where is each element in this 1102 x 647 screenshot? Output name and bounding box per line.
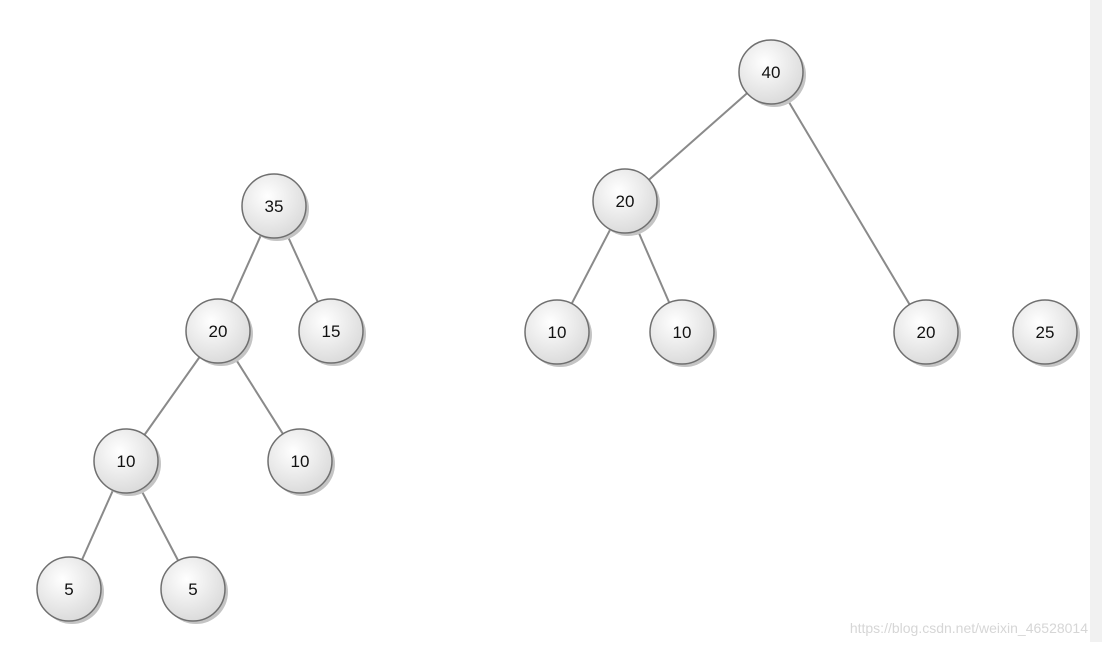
tree-node-R40: 40 (738, 39, 806, 107)
node-circle (185, 298, 251, 364)
edge-L10a-L5a (81, 489, 114, 561)
node-circle (1012, 299, 1078, 365)
node-label: 20 (917, 323, 936, 342)
node-label: 10 (117, 452, 136, 471)
node-label: 35 (265, 197, 284, 216)
node-label: 10 (673, 323, 692, 342)
edge-L20-L10a (143, 356, 201, 436)
node-label: 25 (1036, 323, 1055, 342)
tree-node-L20: 20 (185, 298, 253, 366)
tree-node-L10a: 10 (93, 428, 161, 496)
edge-R40-R20a (648, 92, 748, 181)
node-circle (649, 299, 715, 365)
node-circle (241, 173, 307, 239)
edge-L35-L20 (230, 234, 262, 303)
tree-node-R20b: 20 (893, 299, 961, 367)
edge-L10a-L5b (139, 488, 180, 562)
node-circle (298, 298, 364, 364)
vertical-scrollbar[interactable] (1090, 0, 1102, 642)
tree-node-S25: 25 (1012, 299, 1080, 367)
tree-node-L5a: 5 (36, 556, 104, 624)
node-circle (160, 556, 226, 622)
node-circle (524, 299, 590, 365)
node-circle (738, 39, 804, 105)
edge-L35-L15 (286, 234, 319, 303)
tree-node-R10a: 10 (524, 299, 592, 367)
node-label: 5 (64, 580, 73, 599)
node-circle (893, 299, 959, 365)
watermark-text: https://blog.csdn.net/weixin_46528014 (849, 620, 1088, 636)
tree-node-R20a: 20 (592, 168, 660, 236)
node-label: 20 (616, 192, 635, 211)
edge-R40-R20b (786, 98, 911, 306)
node-label: 10 (291, 452, 310, 471)
node-label: 5 (188, 580, 197, 599)
nodes-layer: 35 20 15 10 10 5 5 40 20 10 10 20 25 (36, 39, 1080, 624)
edge-L20-L10b (234, 357, 284, 435)
tree-node-R10b: 10 (649, 299, 717, 367)
node-label: 20 (209, 322, 228, 341)
tree-node-L10b: 10 (267, 428, 335, 496)
edges-layer (81, 92, 911, 562)
tree-node-L35: 35 (241, 173, 309, 241)
node-circle (93, 428, 159, 494)
node-circle (592, 168, 658, 234)
node-label: 15 (322, 322, 341, 341)
node-label: 10 (548, 323, 567, 342)
edge-R20a-R10b (636, 229, 671, 304)
node-label: 40 (762, 63, 781, 82)
tree-node-L5b: 5 (160, 556, 228, 624)
node-circle (267, 428, 333, 494)
node-circle (36, 556, 102, 622)
tree-node-L15: 15 (298, 298, 366, 366)
edge-R20a-R10a (570, 228, 612, 305)
